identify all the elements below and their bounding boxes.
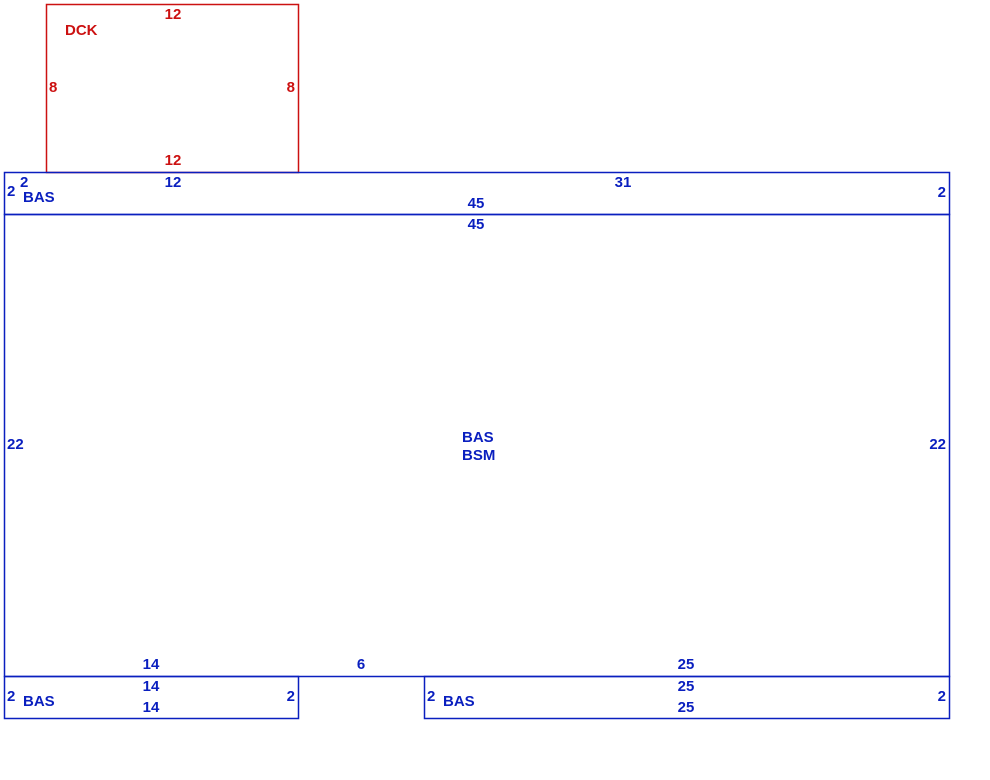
top-strip-top-left-dimension: 12 [165, 174, 182, 191]
main-area-bottom-gap-dimension: 6 [357, 656, 365, 673]
bottom-left-strip-left-dimension: 2 [7, 688, 15, 705]
top-strip-area-code: BAS [23, 189, 55, 206]
main-area-right-dimension: 22 [929, 436, 946, 453]
top-strip-bottom-dimension: 45 [468, 195, 485, 212]
bottom-left-strip-top-dimension: 14 [143, 678, 160, 695]
bottom-right-strip-outline [423, 675, 951, 720]
top-strip-labels: 2 2 BAS 12 31 45 2 [7, 174, 946, 212]
top-strip-right-dimension: 2 [938, 184, 946, 201]
bottom-left-strip-right-dimension: 2 [287, 688, 295, 705]
deck-bottom-dimension: 12 [165, 152, 182, 169]
main-area-bottom-right-dimension: 25 [678, 656, 695, 673]
deck-top-dimension: 12 [165, 6, 182, 23]
top-strip-top-right-dimension: 31 [615, 174, 632, 191]
main-area-code: BAS [462, 429, 494, 446]
main-area-left-dimension: 22 [7, 436, 24, 453]
deck-left-dimension: 8 [49, 79, 57, 96]
top-strip-left-dimension: 2 [7, 183, 15, 200]
bottom-left-strip-labels: 14 2 BAS 2 14 [7, 678, 295, 716]
deck-labels: 12 DCK 8 8 12 [49, 6, 295, 169]
top-strip-corner-dimension: 2 [20, 174, 28, 191]
bottom-left-strip-area-code: BAS [23, 693, 55, 710]
bottom-right-strip-area-code: BAS [443, 693, 475, 710]
bottom-left-strip-bottom-dimension: 14 [143, 699, 160, 716]
main-area-labels: 45 22 22 BAS BSM 14 6 25 [7, 216, 946, 673]
main-area-subcode: BSM [462, 447, 495, 464]
bottom-right-strip-left-dimension: 2 [427, 688, 435, 705]
bottom-right-strip-labels: 25 2 BAS 2 25 [427, 678, 946, 716]
bottom-right-strip-bottom-dimension: 25 [678, 699, 695, 716]
bottom-right-strip-top-dimension: 25 [678, 678, 695, 695]
main-area-top-dimension: 45 [468, 216, 485, 233]
bottom-right-strip-right-dimension: 2 [938, 688, 946, 705]
deck-area-code: DCK [65, 22, 98, 39]
bottom-left-strip-outline [3, 675, 300, 720]
main-area-bottom-left-dimension: 14 [143, 656, 160, 673]
deck-right-dimension: 8 [287, 79, 295, 96]
